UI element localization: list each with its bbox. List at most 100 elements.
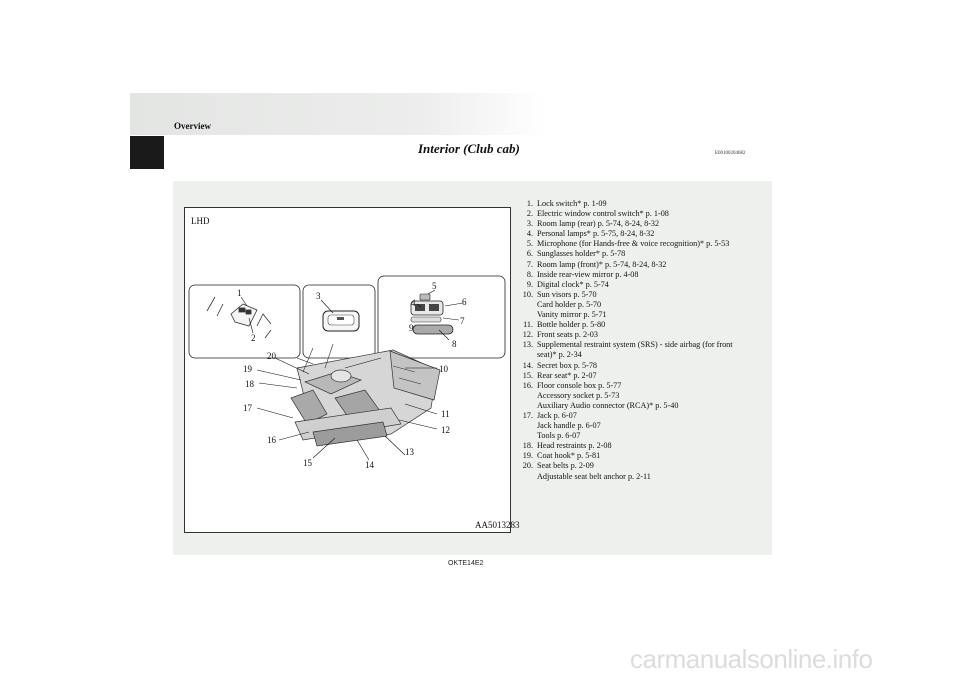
callout-5: 5 xyxy=(432,281,437,291)
callout-1: 1 xyxy=(237,288,242,298)
list-item: 7.Room lamp (front)* p. 5-74, 8-24, 8-32 xyxy=(516,260,766,270)
list-item-text: Coat hook* p. 5-81 xyxy=(537,451,601,461)
section-tab xyxy=(130,136,164,169)
list-item: 4. Personal lamps* p. 5-75, 8-24, 8-32 xyxy=(516,229,766,239)
list-item: 8. Inside rear-view mirror p. 4-08 xyxy=(516,270,766,280)
list-item-text: Floor console box p. 5-77 xyxy=(537,380,622,390)
header-band xyxy=(130,93,546,135)
overhead-console-icon xyxy=(410,293,454,335)
door-switch-icon xyxy=(206,296,272,339)
list-item-subline: Auxiliary Audio connector (RCA)* p. 5-40 xyxy=(516,401,766,411)
list-item-text: Accessory socket p. 5-73 xyxy=(537,390,620,400)
page-code: OKTE14E2 xyxy=(448,560,484,567)
callout-17: 17 xyxy=(243,403,253,413)
list-item-text: Room lamp (rear) p. 5-74, 8-24, 8-32 xyxy=(537,219,660,229)
callout-13: 13 xyxy=(405,447,415,457)
list-item-subline: Card holder p. 5-70 xyxy=(516,300,766,310)
list-item-text: Head restraints p. 2-08 xyxy=(537,441,612,451)
list-item-text: Seat belts p. 2-09 xyxy=(537,461,594,471)
list-item: 11. Bottle holder p. 5-80 xyxy=(516,320,766,330)
list-item-text: Auxiliary Audio connector (RCA)* p. 5-40 xyxy=(537,400,679,410)
callout-19: 19 xyxy=(243,364,253,374)
callout-12: 12 xyxy=(441,425,450,435)
list-item-text: Secret box p. 5-78 xyxy=(537,360,598,370)
list-item-text: Inside rear-view mirror p. 4-08 xyxy=(537,269,639,279)
inset-overhead-console xyxy=(377,275,506,359)
list-item: 1.Lock switch* p. 1-09 xyxy=(516,199,766,209)
list-item-number: 4. xyxy=(526,229,533,239)
list-item-number: 1. xyxy=(526,199,533,208)
list-item-number: 8. xyxy=(526,269,533,279)
list-item-subline: Adjustable seat belt anchor p. 2-11 xyxy=(516,472,766,482)
list-item-subline: Jack handle p. 6-07 xyxy=(516,421,766,431)
list-item: 3.Room lamp (rear) p. 5-74, 8-24, 8-32 xyxy=(516,219,766,229)
callout-3: 3 xyxy=(316,291,321,301)
list-item-number: 9. xyxy=(526,279,533,289)
list-item: 14. Secret box p. 5-78 xyxy=(516,361,766,371)
list-item-number: 19. xyxy=(522,451,533,461)
list-item-number: 13. xyxy=(522,340,533,350)
callout-20: 20 xyxy=(267,351,277,361)
callout-18: 18 xyxy=(245,379,255,389)
list-item-number: 16. xyxy=(522,380,533,390)
callout-10: 10 xyxy=(439,364,449,374)
list-item-text: Sunglasses holder* p. 5-78 xyxy=(537,249,626,259)
list-item: 19. Coat hook* p. 5-81 xyxy=(516,451,766,461)
callout-15: 15 xyxy=(303,458,313,468)
list-item-text: Jack p. 6-07 xyxy=(537,410,577,420)
list-item-text: Personal lamps* p. 5-75, 8-24, 8-32 xyxy=(537,229,655,239)
list-item: 10.Sun visors p. 5-70 xyxy=(516,290,766,300)
section-label: Overview xyxy=(174,121,211,131)
list-item-text: Tools p. 6-07 xyxy=(537,431,581,441)
list-item-text: Microphone (for Hands-free & voice recog… xyxy=(537,239,730,249)
callout-7: 7 xyxy=(460,316,465,326)
interior-figure: LHD xyxy=(184,207,520,533)
list-item: 6. Sunglasses holder* p. 5-78 xyxy=(516,249,766,259)
list-item-number: 10. xyxy=(522,289,533,299)
list-item-text: Jack handle p. 6-07 xyxy=(537,421,601,431)
list-item-text: Digital clock* p. 5-74 xyxy=(537,279,609,289)
list-item: 5. Microphone (for Hands-free & voice rec… xyxy=(516,239,766,249)
list-item: 18. Head restraints p. 2-08 xyxy=(516,441,766,451)
list-item: 9. Digital clock* p. 5-74 xyxy=(516,280,766,290)
callout-11: 11 xyxy=(441,409,450,419)
callout-14: 14 xyxy=(365,460,375,470)
list-item-text: Bottle holder p. 5-80 xyxy=(537,320,606,330)
figure-id: AA5013283 xyxy=(475,520,520,530)
list-item-text: Front seats p. 2-03 xyxy=(537,330,598,340)
callout-2: 2 xyxy=(251,333,256,343)
callout-8: 8 xyxy=(452,339,457,349)
leader-lines xyxy=(240,289,464,461)
list-item-text: Room lamp (front)* p. 5-74, 8-24, 8-32 xyxy=(537,259,667,269)
list-item: 12.Front seats p. 2-03 xyxy=(516,330,766,340)
watermark: carmanualsonline.info xyxy=(630,644,873,674)
list-item: 17.Jack p. 6-07 xyxy=(516,411,766,421)
list-item-number: 2. xyxy=(526,209,533,219)
list-item-number: 18. xyxy=(522,441,533,451)
callout-6: 6 xyxy=(462,297,467,307)
list-item-text: Electric window control switch* p. 1-08 xyxy=(537,209,669,219)
list-item-number: 11. xyxy=(523,320,533,330)
callout-9: 9 xyxy=(409,323,414,333)
list-item-text: seat)* p. 2-34 xyxy=(537,350,582,360)
list-item-number: 6. xyxy=(526,249,533,259)
list-item: 15. Rear seat* p. 2-07 xyxy=(516,371,766,381)
list-item-text: Supplemental restraint system (SRS) - si… xyxy=(537,340,733,350)
lhd-label: LHD xyxy=(191,216,210,226)
page-title: Interior (Club cab) xyxy=(418,141,520,156)
list-item-subline: Accessory socket p. 5-73 xyxy=(516,391,766,401)
list-item-text: Adjustable seat belt anchor p. 2-11 xyxy=(537,471,651,481)
callout-4: 4 xyxy=(411,298,416,308)
list-item: 13. Supplemental restraint system (SRS) -… xyxy=(516,340,766,350)
list-item-subline: Tools p. 6-07 xyxy=(516,431,766,441)
list-item-number: 15. xyxy=(522,370,533,380)
list-item-text: Card holder p. 5-70 xyxy=(537,299,602,309)
list-item-text: Rear seat* p. 2-07 xyxy=(537,370,597,380)
list-item-number: 20. xyxy=(522,461,533,471)
list-item-number: 5. xyxy=(526,239,533,249)
cabin-illustration xyxy=(290,343,441,447)
interior-illustration: LHD xyxy=(188,216,520,530)
list-item: 16. Floor console box p. 5-77 xyxy=(516,381,766,391)
list-item-number: 14. xyxy=(522,360,533,370)
